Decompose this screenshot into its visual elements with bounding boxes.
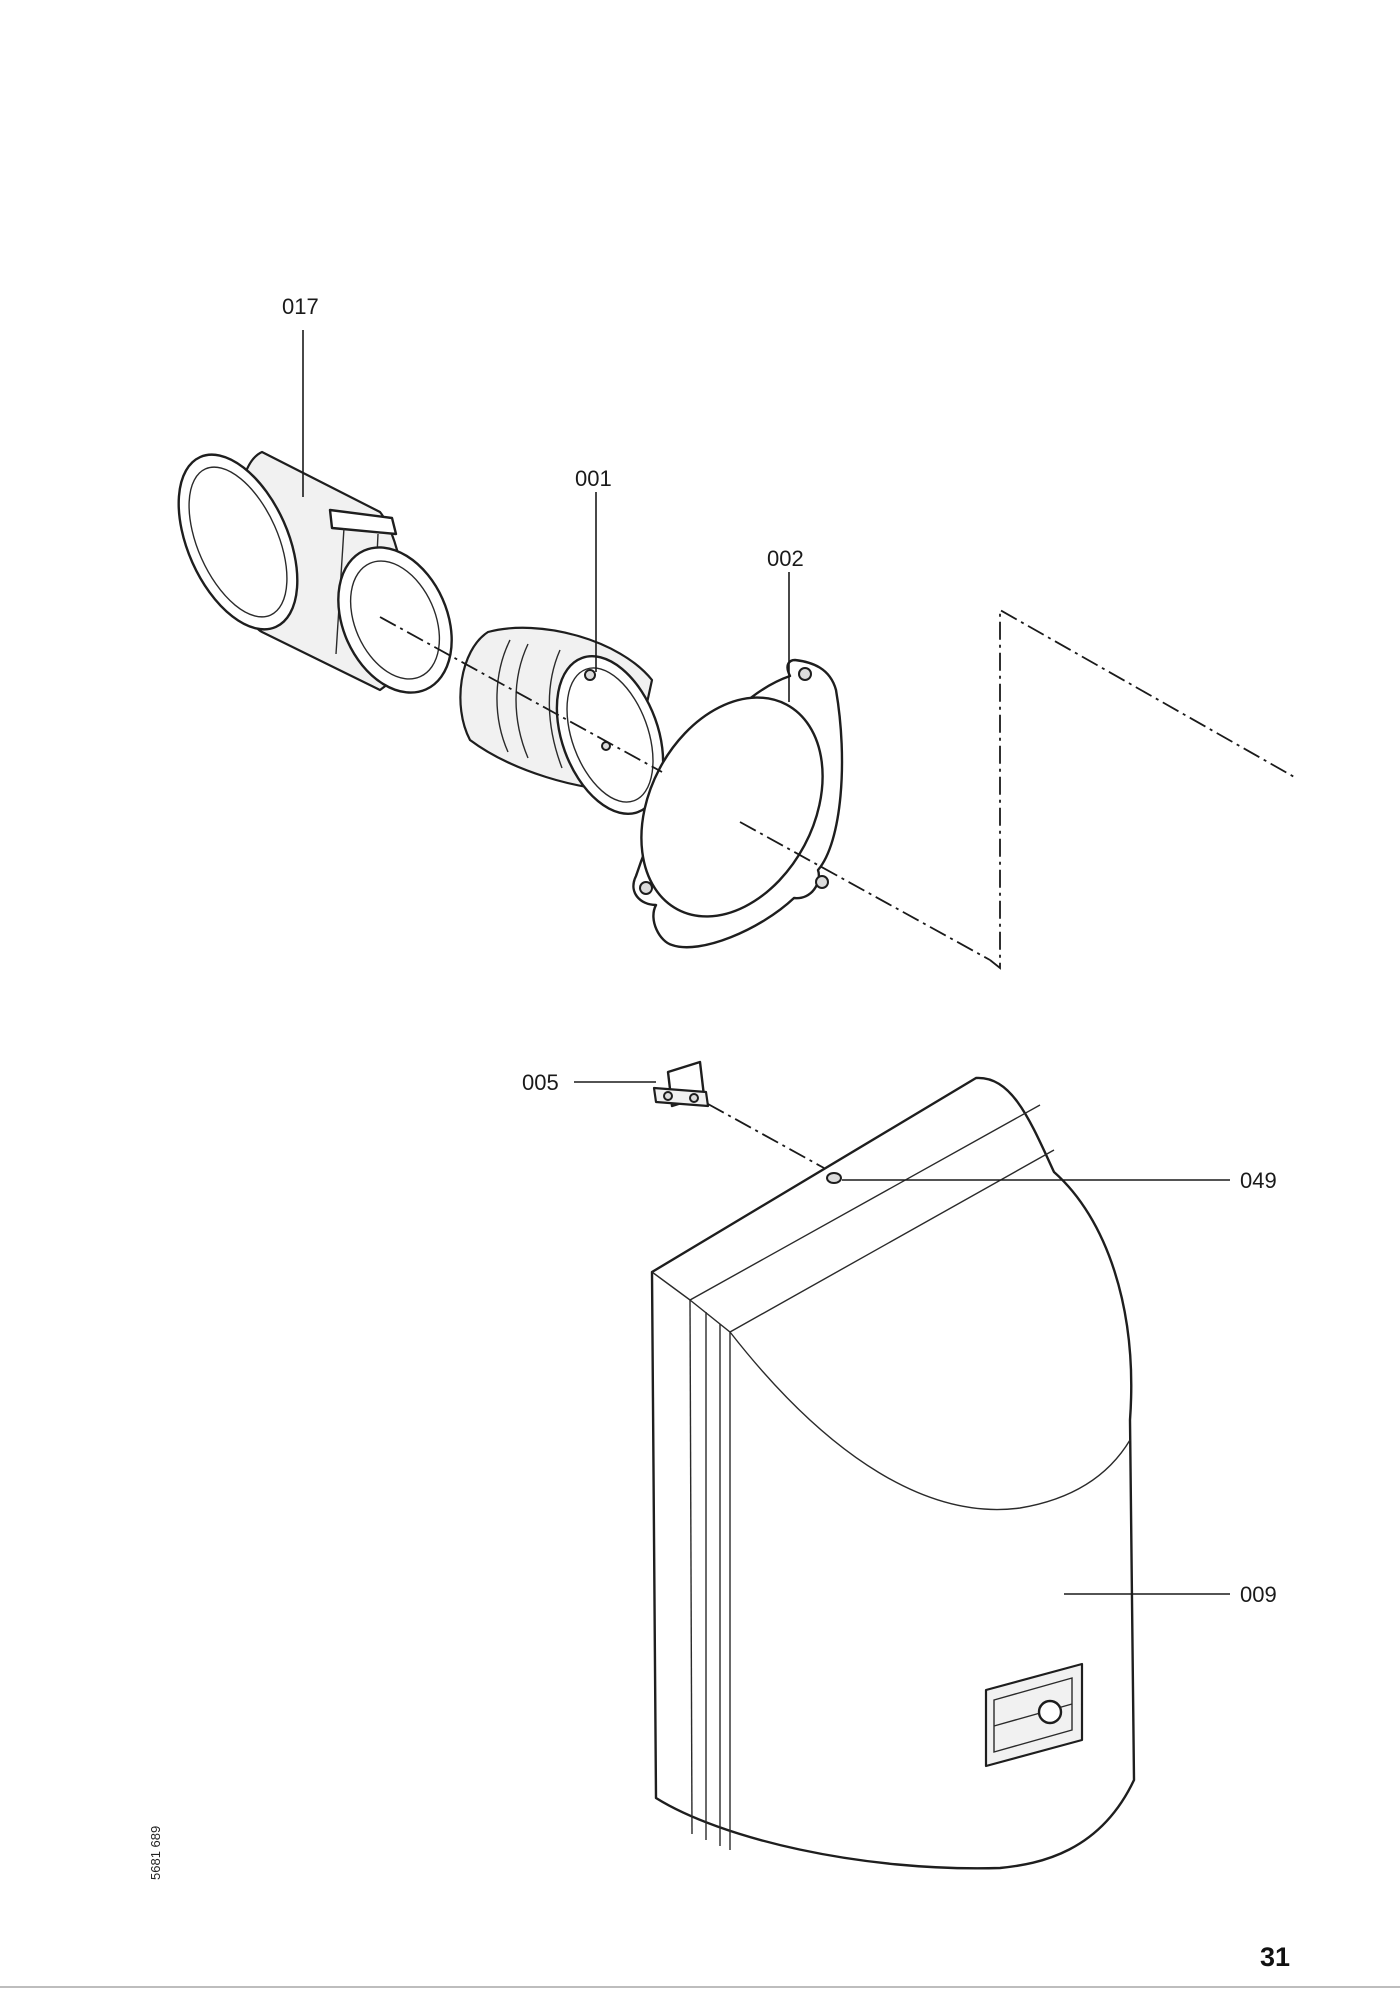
gasket-centerline <box>739 821 991 961</box>
callout-001: 001 <box>575 466 612 491</box>
clip-centerline <box>707 1103 825 1169</box>
part-001-adapter-sleeve <box>459 626 665 815</box>
page-number: 31 <box>1260 1942 1290 1972</box>
part-005-retaining-clip <box>652 1060 710 1108</box>
part-009-burner-hood <box>650 1076 1136 1870</box>
document-id: 5681 689 <box>148 1826 163 1880</box>
part-002-mounting-gasket <box>632 658 844 949</box>
mounting-plane-outline <box>989 608 1297 970</box>
assembly-centerline <box>379 616 663 773</box>
callout-005: 005 <box>522 1070 559 1095</box>
callout-002: 002 <box>767 546 804 571</box>
callout-049: 049 <box>1240 1168 1277 1193</box>
callout-017: 017 <box>282 294 319 319</box>
callout-009: 009 <box>1240 1582 1277 1607</box>
part-017-air-intake-tube <box>177 450 453 694</box>
